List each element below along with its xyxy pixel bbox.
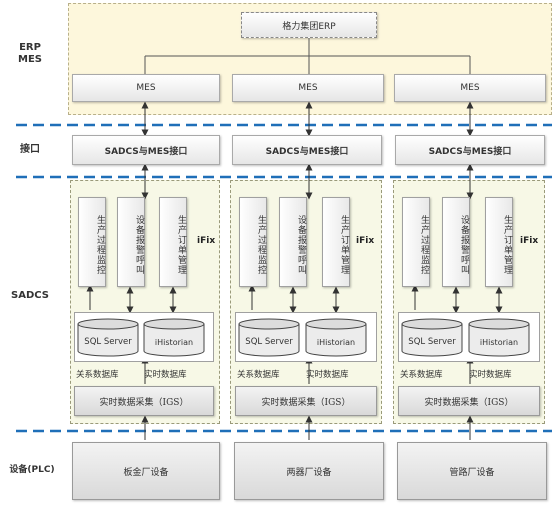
historian-cylinder-3: [468, 318, 530, 357]
layer-label-sadcs: SADCS: [11, 290, 49, 301]
rel-db-label-2: 关系数据库: [237, 370, 280, 380]
rt-db-label-2: 实时数据库: [306, 370, 349, 380]
sql-server-label-2: SQL Server: [245, 337, 293, 347]
layer-label-device: 设备(PLC): [9, 465, 55, 475]
igs-box-3: 实时数据采集（IGS）: [398, 386, 540, 416]
historian-cylinder-1: [143, 318, 205, 357]
device-box-3: 管路厂设备: [397, 442, 547, 500]
interface-box-2: SADCS与MES接口: [232, 135, 382, 165]
historian-label-1: iHistorian: [154, 338, 194, 347]
interface-box-3: SADCS与MES接口: [395, 135, 545, 165]
module-alarm-call-1: 设备报警呼叫: [117, 197, 145, 287]
rt-db-label-1: 实时数据库: [144, 370, 187, 380]
ifix-label-1: iFix: [197, 236, 216, 246]
igs-box-1: 实时数据采集（IGS）: [74, 386, 214, 416]
layer-label-interface: 接口: [20, 144, 40, 155]
module-process-monitor-2: 生产过程监控: [239, 197, 267, 287]
module-alarm-call-3: 设备报警呼叫: [442, 197, 470, 287]
rel-db-label-3: 关系数据库: [400, 370, 443, 380]
historian-label-3: iHistorian: [479, 338, 519, 347]
sql-server-cylinder-1: [77, 318, 139, 357]
erp-box: 格力集团ERP: [241, 12, 377, 38]
historian-cylinder-2: [305, 318, 367, 357]
module-process-monitor-3: 生产过程监控: [402, 197, 430, 287]
ifix-label-2: iFix: [356, 236, 375, 246]
layer-label-erp: ERP MES: [8, 42, 52, 66]
module-alarm-call-2: 设备报警呼叫: [279, 197, 307, 287]
module-order-mgmt-1: 生产订单管理: [159, 197, 187, 287]
layer-label-erp-line2: MES: [18, 54, 42, 65]
module-order-mgmt-3: 生产订单管理: [485, 197, 513, 287]
igs-box-2: 实时数据采集（IGS）: [235, 386, 377, 416]
sql-server-cylinder-2: [238, 318, 300, 357]
layer-label-erp-line1: ERP: [19, 42, 41, 53]
mes-box-3: MES: [394, 74, 546, 102]
ifix-label-3: iFix: [520, 236, 539, 246]
sql-server-label-3: SQL Server: [408, 337, 456, 347]
sql-server-cylinder-3: [401, 318, 463, 357]
device-box-2: 两器厂设备: [234, 442, 384, 500]
rt-db-label-3: 实时数据库: [469, 370, 512, 380]
device-box-1: 板金厂设备: [72, 442, 220, 500]
module-process-monitor-1: 生产过程监控: [78, 197, 106, 287]
module-order-mgmt-2: 生产订单管理: [322, 197, 350, 287]
historian-label-2: iHistorian: [316, 338, 356, 347]
mes-box-2: MES: [232, 74, 384, 102]
rel-db-label-1: 关系数据库: [76, 370, 119, 380]
mes-box-1: MES: [72, 74, 220, 102]
interface-box-1: SADCS与MES接口: [72, 135, 220, 165]
sql-server-label-1: SQL Server: [84, 337, 132, 347]
